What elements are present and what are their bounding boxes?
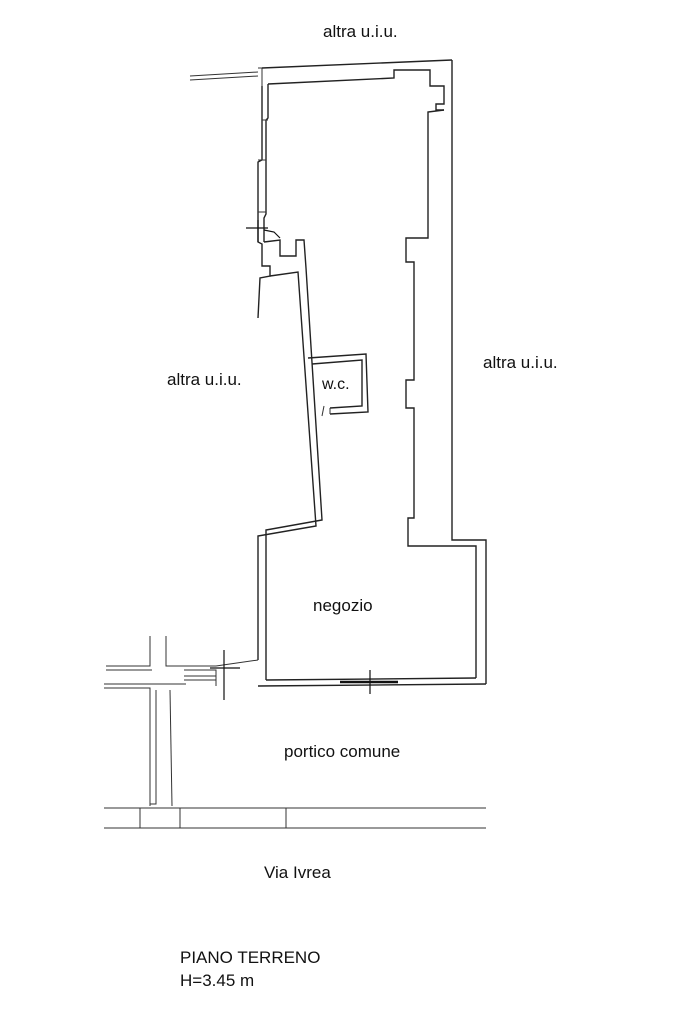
label-shop: negozio [313,596,373,615]
label-left-unit: altra u.i.u. [167,370,242,389]
legend-height: H=3.45 m [180,971,255,990]
label-right-unit: altra u.i.u. [483,353,558,372]
unit-outer-walls [257,59,487,687]
street-curb [104,807,486,829]
top-left-wall-stub [189,67,263,86]
label-top-unit: altra u.i.u. [323,22,398,41]
wc-room-walls [307,353,369,417]
label-portico: portico comune [284,742,401,761]
label-street: Via Ivrea [264,863,331,882]
legend-floor: PIANO TERRENO [180,948,321,967]
label-wc: w.c. [322,376,350,393]
opening-markers [246,220,398,694]
portico-walls [104,636,259,807]
